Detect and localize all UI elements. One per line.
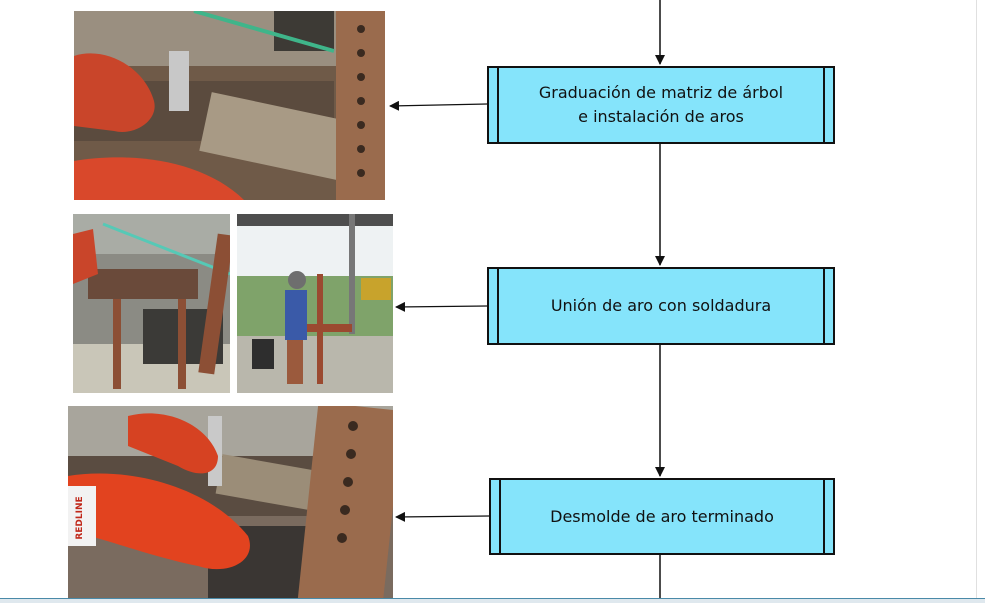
- welding-matrix-photo: [74, 11, 385, 200]
- process-step-2: Unión de aro con soldadura: [487, 267, 835, 345]
- arrow-to-photo-1: [389, 100, 488, 111]
- bottom-strip: [0, 598, 985, 603]
- ring-demolding-photo: REDLINE: [68, 406, 393, 603]
- process-step-2-label: Unión de aro con soldadura: [550, 296, 772, 315]
- welder-at-station-photo: [237, 214, 393, 393]
- arrow-to-photo-3: [395, 511, 490, 522]
- process-step-1: Graduación de matriz de árbol e instalac…: [487, 66, 835, 144]
- process-step-3-label: Desmolde de aro terminado: [550, 506, 774, 526]
- glove-brand-label: REDLINE: [75, 496, 85, 539]
- process-step-1-label: Graduación de matriz de árbol e instalac…: [538, 83, 784, 126]
- welding-workshop-photo: [73, 214, 230, 393]
- process-step-3: Desmolde de aro terminado: [489, 478, 835, 555]
- arrow-to-photo-2: [395, 301, 488, 312]
